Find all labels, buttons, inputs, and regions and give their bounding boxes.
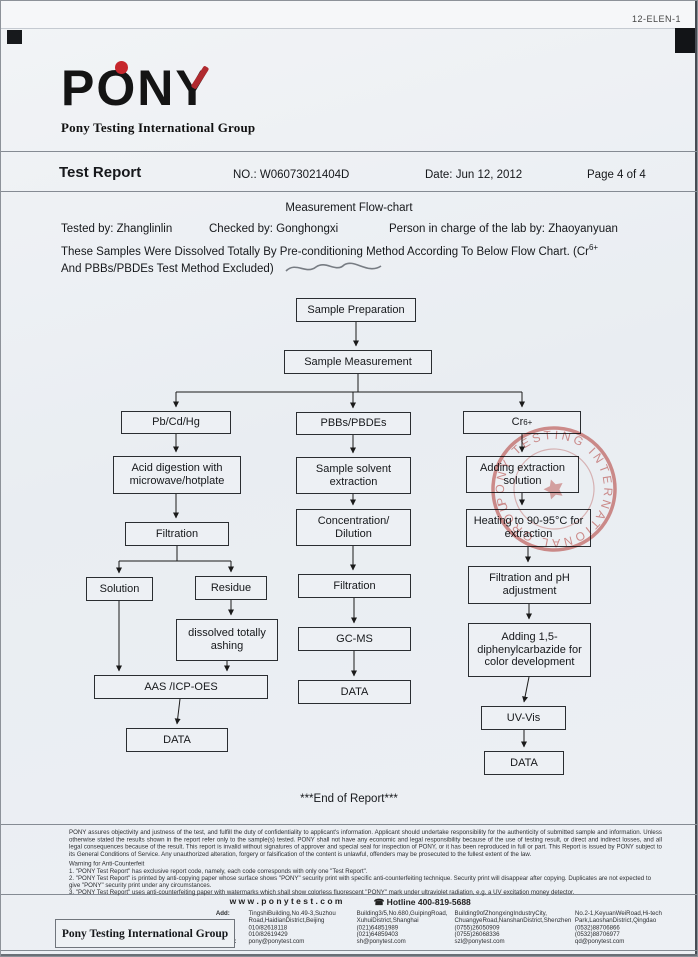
addr-label: Add: [215,909,230,917]
report-number: NO.: W06073021404D [233,169,349,181]
contact-line: w w w . p o n y t e s t . c o m ☎ Hotlin… [1,896,697,907]
stamp-star-icon [543,479,563,500]
flow-box-data-3: DATA [484,751,564,775]
report-title: Test Report [59,164,142,181]
report-date-value: Jun 12, 2012 [455,169,523,181]
divider [1,894,697,895]
flow-box-aas-icp-oes: AAS /ICP-OES [94,675,268,699]
pony-logo: PONY Pony Testing International Group [61,61,256,136]
tel-cell: 010/82618118 [248,923,288,931]
address-cell: Building9ofZhongxingIndustryCity,Chuangy… [454,909,572,924]
pre-conditioning-note-line1: These Samples Were Dissolved Totally By … [61,243,599,258]
flow-box-gc-ms: GC-MS [298,627,411,651]
email-cell: szl@ponytest.com [454,937,505,945]
flow-box-acid-digestion: Acid digestion with microwave/hotplate [113,456,241,494]
email-cell: sh@ponytest.com [356,937,406,945]
report-date: Date: Jun 12, 2012 [425,169,522,181]
email-cell: pony@ponytest.com [248,937,305,945]
scan-top-strip [1,1,697,29]
tel-cell: (021)64851989 [356,923,399,931]
pony-logo-text: PONY [61,61,211,113]
flow-box-pb-cd-hg: Pb/Cd/Hg [121,411,231,434]
flow-box-pbbs-pbdes: PBBs/PBDEs [296,412,411,435]
flow-box-solution: Solution [86,577,153,601]
scan-edge-right [695,1,697,956]
report-number-label: NO.: [233,169,257,181]
fax-cell: 010/82619429 [248,930,288,938]
logo-subtitle: Pony Testing International Group [61,120,256,135]
flow-box-solvent-extraction: Sample solvent extraction [296,457,411,494]
disclaimer-text: PONY assures objectivity and justness of… [69,828,662,858]
warning-item: 1. "PONY Test Report" has exclusive repo… [69,867,368,874]
email-cell: qd@ponytest.com [574,937,625,945]
flow-box-uv-vis: UV-Vis [481,706,566,730]
warning-title: Warning for Anti-Counterfeit [69,860,145,867]
fax-cell: (0755)26068336 [454,930,500,938]
report-number-value: W06073021404D [259,169,350,181]
doc-code: 12-ELEN-1 [631,14,681,24]
flow-box-diphenylcarbazide: Adding 1,5-diphenylcarbazide for color d… [468,623,591,677]
flow-box-dissolved-ashing: dissolved totally ashing [176,619,278,661]
pre-conditioning-note-line2: And PBBs/PBDEs Test Method Excluded) [61,263,274,275]
checked-by: Checked by: Gonghongxi [209,223,338,235]
end-of-report: ***End of Report*** [300,793,398,805]
superscript-6plus: 6+ [588,243,599,252]
tested-by: Tested by: Zhanglinlin [61,223,172,235]
flow-box-sample-measurement: Sample Measurement [284,350,432,374]
tel-cell: (0755)26050909 [454,923,500,931]
warning-item: 2. "PONY Test Report" is printed by anti… [69,874,651,889]
warning-item: 3. "PONY Test Report" uses anti-counterf… [69,888,575,896]
flow-box-filtration-ph: Filtration and pH adjustment [468,566,591,604]
cr-label: Cr [511,416,524,429]
flow-box-sample-preparation: Sample Preparation [296,298,416,322]
address-cell: Building3/5,No.680,GuipingRoad,XuhuiDist… [356,909,448,924]
checked-by-label: Checked by: [209,223,273,235]
website: w w w . p o n y t e s t . c o m [229,896,343,907]
fax-cell: (0532)88706977 [574,930,620,938]
report-date-label: Date: [425,169,453,181]
anti-counterfeit-warning: Warning for Anti-Counterfeit 1. "PONY Te… [69,860,662,896]
divider [1,151,697,152]
divider [1,824,697,825]
flow-box-concentration-dilution: Concentration/ Dilution [296,509,411,546]
flow-box-data-1: DATA [126,728,228,752]
person-in-charge-value: Zhaoyanyuan [548,223,618,235]
scan-mark-top-left [7,30,22,44]
fax-cell: (021)64859403 [356,930,399,938]
flow-box-filtration-2: Filtration [298,574,411,598]
cr-superscript: 6+ [523,417,533,427]
person-in-charge: Person in charge of the lab by: Zhaoyany… [389,223,618,235]
tel-cell: (0532)88706866 [574,923,620,931]
hotline: ☎ Hotline 400-819-5688 [373,897,471,907]
person-in-charge-label: Person in charge of the lab by: [389,223,545,235]
checked-by-value: Gonghongxi [276,223,339,235]
tested-by-label: Tested by: [61,223,114,235]
scan-mark-top-right [675,28,697,53]
divider [1,950,697,951]
flowchart-title: Measurement Flow-chart [285,202,413,214]
divider [1,191,697,192]
page-indicator: Page 4 of 4 [587,169,646,181]
footer: PONY assures objectivity and justness of… [1,824,697,956]
pen-mark [285,262,382,272]
footer-brand: Pony Testing International Group [55,919,235,948]
flow-box-data-2: DATA [298,680,411,704]
tested-by-value: Zhanglinlin [116,223,173,235]
flow-box-filtration-1: Filtration [125,522,229,546]
scan-edge-bottom [1,954,697,956]
logo-red-dot-icon [115,61,128,74]
flow-box-residue: Residue [195,576,267,600]
